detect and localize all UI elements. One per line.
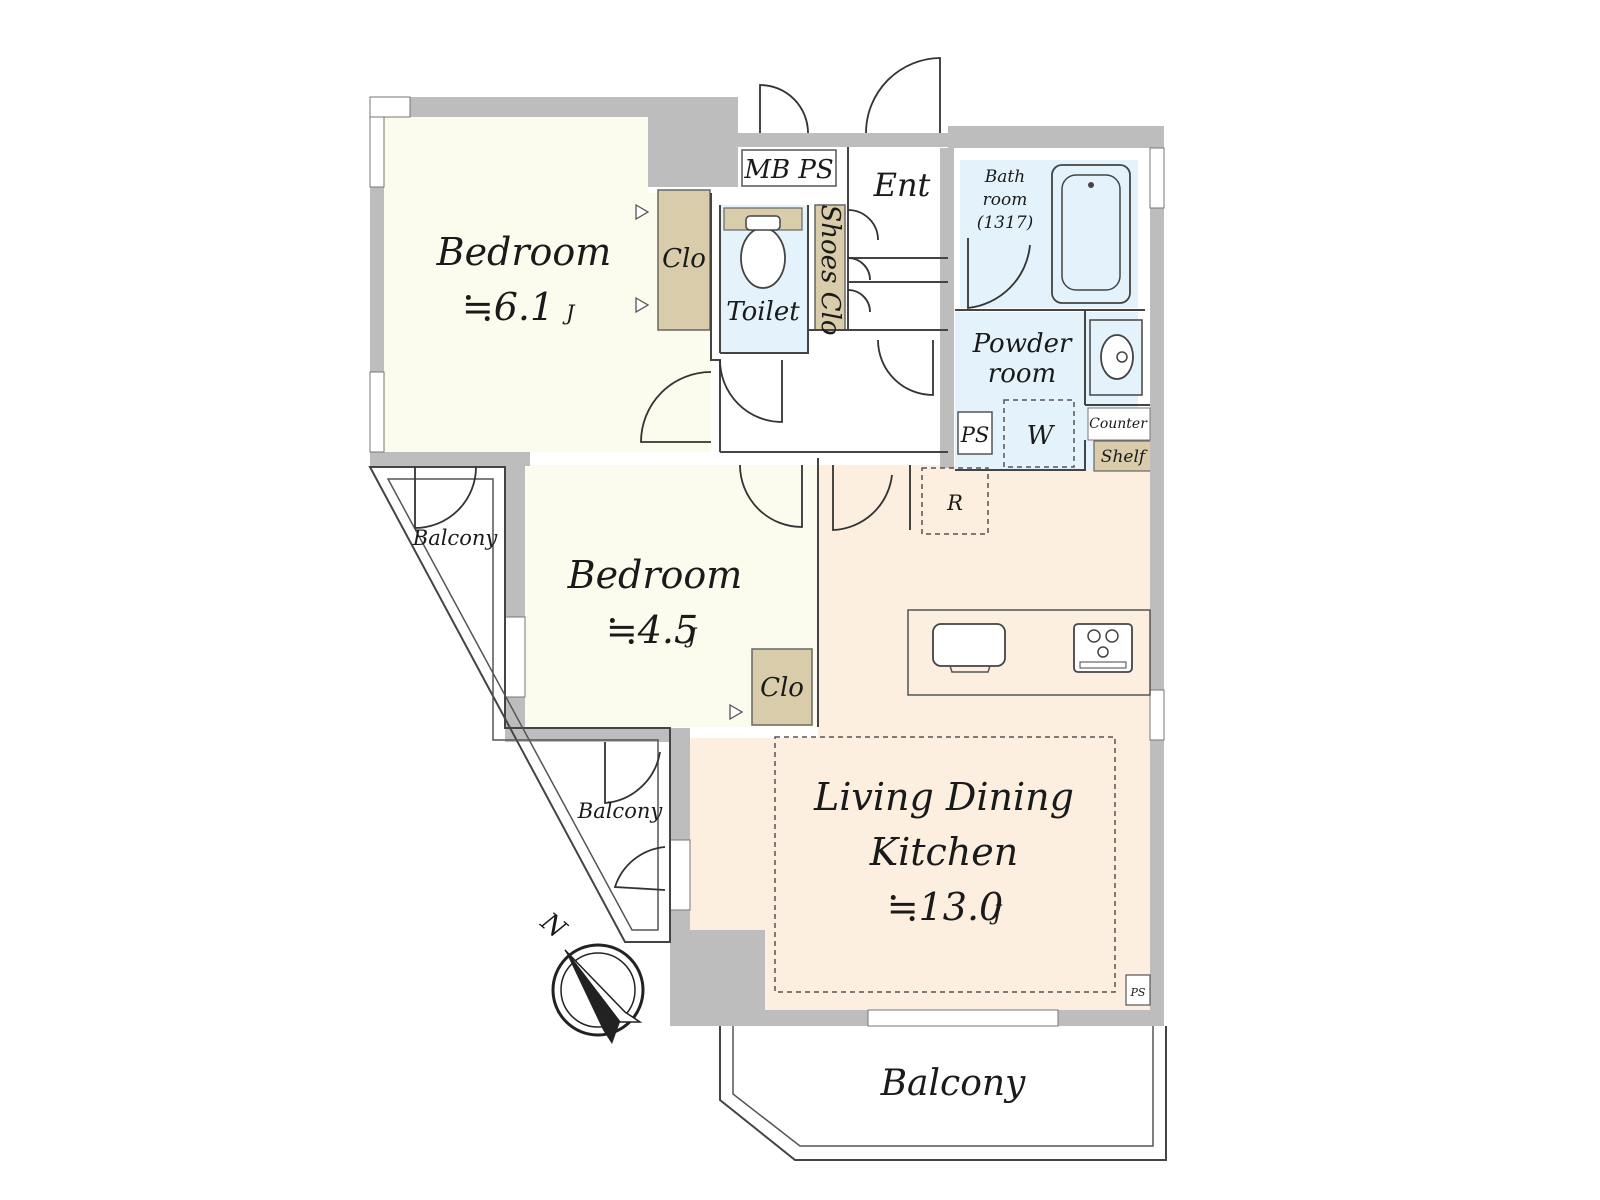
bedroom-small-area-value: ≒4.5: [606, 608, 698, 652]
bedroom-small-unit: J: [684, 624, 698, 648]
kitchen-sink: [932, 623, 1006, 667]
bathroom-label-2: room: [983, 190, 1028, 210]
shelf-label: Shelf: [1101, 447, 1148, 467]
shelf-box: [1093, 440, 1153, 472]
closet-small-label: Clo: [760, 673, 804, 703]
powder-room-label-2: room: [988, 359, 1056, 389]
toilet-label: Toilet: [726, 297, 800, 327]
door-swings: [414, 57, 1031, 891]
ldk-name-line2: Kitchen: [869, 830, 1019, 874]
bathtub: [1051, 164, 1131, 304]
closet-large: [657, 189, 711, 331]
bedroom-large-area-value: ≒6.1: [462, 285, 554, 329]
bedroom-small-name: Bedroom: [567, 553, 743, 597]
entrance-label: Ent: [873, 166, 931, 204]
balcony-south-label: Balcony: [880, 1063, 1026, 1104]
refrigerator-label: R: [946, 491, 963, 515]
washer-space: [1003, 399, 1075, 468]
kitchen-stove: [1073, 623, 1133, 673]
balcony-west-upper-label: Balcony: [412, 526, 499, 550]
closet-small: [751, 648, 813, 726]
bathroom-label-1: Bath: [984, 167, 1025, 187]
ps-hall-label: PS: [960, 423, 990, 447]
ldk-unit: J: [989, 901, 1003, 925]
shoes-closet-label: Shoes Clo: [815, 204, 845, 335]
compass-north-label: N: [534, 906, 572, 945]
washer-label: W: [1027, 421, 1056, 451]
closet-large-label: Clo: [662, 244, 706, 274]
bedroom-small-area: [523, 465, 818, 727]
ldk-name-line1: Living Dining: [813, 775, 1074, 819]
ldk-area-value: ≒13.0: [887, 885, 1003, 929]
counter-label: Counter: [1089, 416, 1148, 432]
bedroom-large-area: [380, 117, 711, 452]
shoes-closet: [814, 204, 846, 331]
north-arrow-icon: [551, 943, 645, 1044]
toilet-bowl: [740, 227, 786, 289]
bedroom-large-name: Bedroom: [436, 230, 612, 274]
mb-ps-label: MB PS: [743, 155, 833, 185]
ps-ldk-label: PS: [1130, 986, 1146, 999]
refrigerator-space: [921, 467, 989, 535]
bathroom-label-3: (1317): [977, 213, 1034, 233]
balcony-west-lower-label: Balcony: [577, 799, 664, 823]
powder-room-label-1: Powder: [972, 329, 1073, 359]
bedroom-large-unit: J: [562, 301, 576, 325]
